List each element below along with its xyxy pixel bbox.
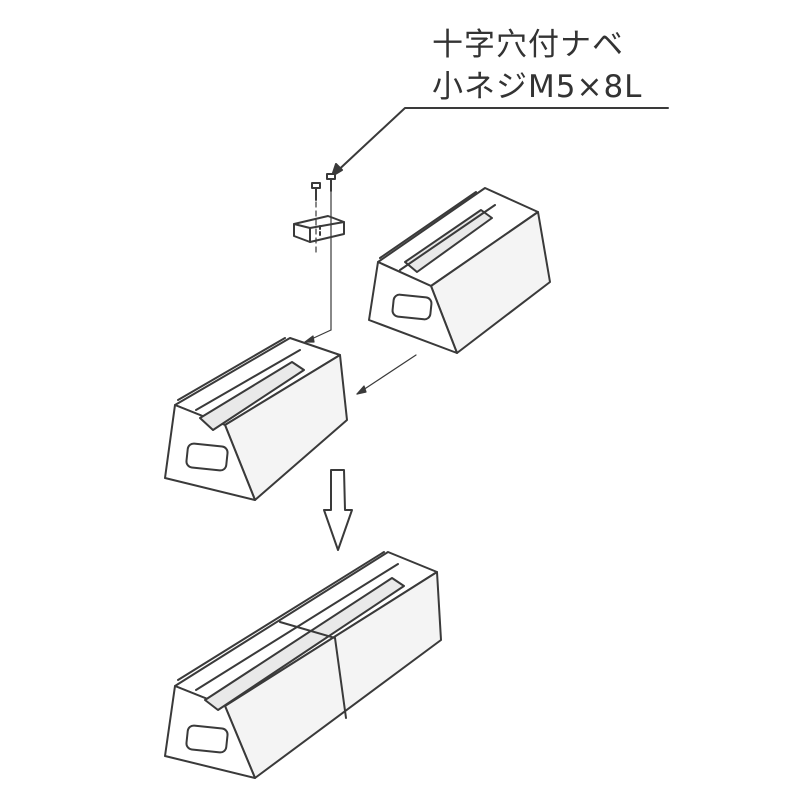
callout-label-line1: 十字穴付ナベ: [432, 27, 624, 63]
u-channel-bracket-icon: [293, 215, 345, 243]
callout-leader: [331, 107, 669, 177]
assembly-guide-lines: [304, 191, 417, 395]
support-block-middle: [164, 337, 348, 501]
support-block-upper-right: [368, 187, 551, 354]
support-block-assembled: [164, 551, 442, 779]
callout-label-line2: 小ネジM5×8L: [432, 69, 643, 105]
pan-head-screw-icon: [311, 173, 336, 201]
hollow-down-arrow-icon: [323, 469, 353, 551]
